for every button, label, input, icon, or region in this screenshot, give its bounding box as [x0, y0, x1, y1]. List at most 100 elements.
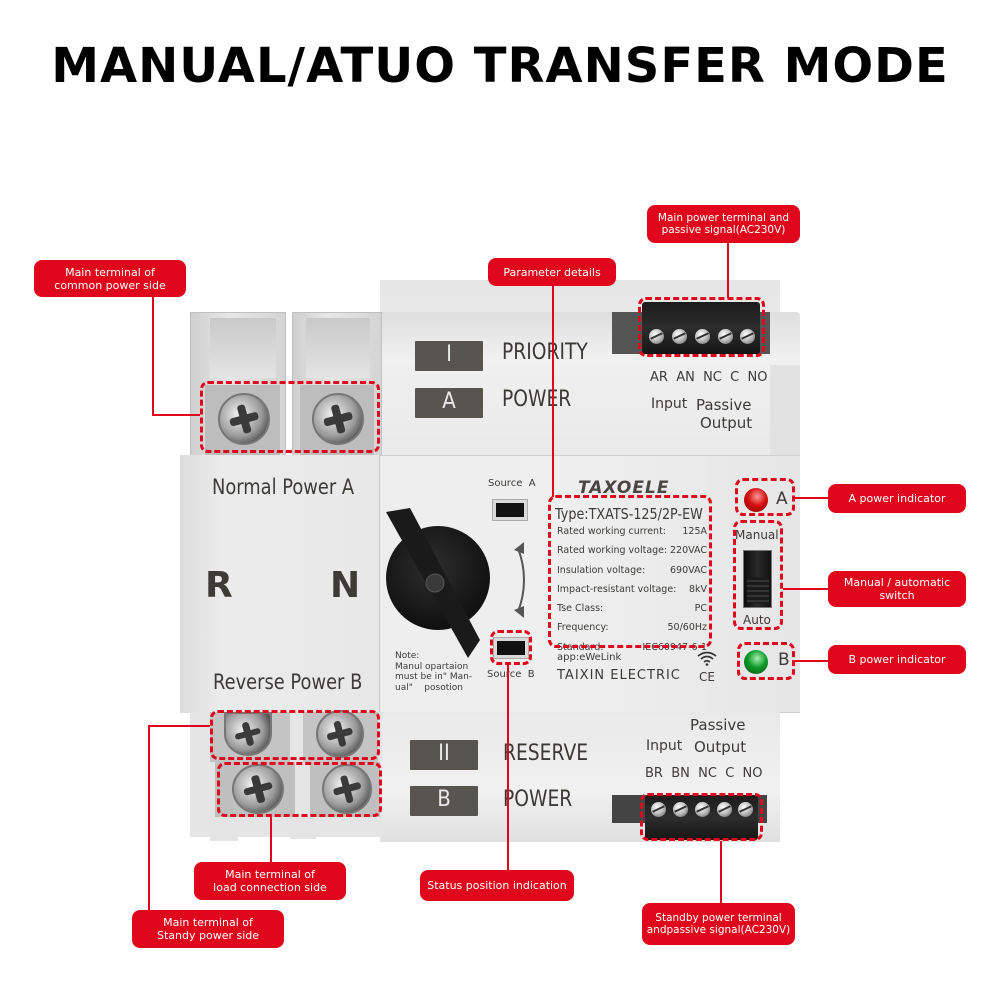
- rotary-knob-handle[interactable]: [380, 500, 490, 670]
- leader-line: [507, 665, 509, 873]
- callout-manual-auto-switch: Manual / automatic switch: [828, 571, 966, 607]
- top-terminal-output: Output: [700, 414, 753, 432]
- screw-icon: [672, 329, 687, 344]
- n-label: N: [330, 565, 361, 606]
- leader-line: [720, 841, 722, 906]
- highlight-common-terminals: [200, 381, 380, 453]
- screw-icon: [649, 329, 664, 344]
- switch-manual-label: Manual: [735, 528, 779, 542]
- label-box-B: B: [410, 786, 478, 816]
- top-signal-terminal-block: [642, 302, 760, 354]
- callout-standby-power-side: Main terminal of Standy power side: [132, 910, 284, 948]
- screw-icon: [322, 764, 372, 814]
- spec-row: Impact-resistant voltage: 8kV: [557, 584, 707, 603]
- callout-standby-terminal: Standby power terminal andpassive signal…: [642, 903, 795, 945]
- reserve-label: RESERVE: [503, 741, 589, 766]
- leader-line: [795, 660, 828, 662]
- highlight-standby-terminals: [210, 710, 380, 760]
- callout-common-power-side: Main terminal of common power side: [34, 260, 186, 297]
- priority-label: PRIORITY: [502, 340, 588, 365]
- spec-row: Frequency: 50/60Hz: [557, 622, 707, 641]
- screw-icon: [312, 393, 364, 445]
- manual-note: Note: Manul opartaion must be in" Man- u…: [395, 651, 472, 693]
- spec-row: Rated working voltage:220VAC: [557, 545, 707, 564]
- led-a-indicator: [744, 488, 768, 512]
- source-a-label: Source A: [488, 478, 536, 489]
- note-line: must be in" Man-: [395, 672, 473, 682]
- ce-mark: CE: [699, 670, 715, 684]
- led-b-indicator: [744, 650, 768, 674]
- screw-icon: [651, 802, 666, 817]
- highlight-manual-switch: [733, 520, 783, 630]
- bottom-terminal-output: Output: [694, 738, 747, 756]
- reverse-power-b-label: Reverse Power B: [213, 670, 363, 694]
- spec-value: 50/60Hz: [667, 622, 707, 634]
- power-label-b: POWER: [503, 787, 573, 812]
- device-right-step: [770, 365, 800, 460]
- brand-logo: TAXOELE: [578, 478, 670, 498]
- spec-label: Tse Class:: [557, 603, 604, 615]
- note-line: ual" posotion: [395, 682, 463, 693]
- leader-line: [783, 588, 828, 590]
- callout-parameter-details: Parameter details: [488, 258, 616, 286]
- screw-icon: [695, 802, 710, 817]
- bottom-terminal-passive: Passive: [690, 716, 746, 734]
- note-line: Manul opartaion: [395, 661, 469, 672]
- spec-row: Tse Class: PC: [557, 603, 707, 622]
- callout-main-power-terminal: Main power terminal and passive signal(A…: [647, 205, 800, 243]
- bottom-terminal-input: Input: [646, 738, 683, 754]
- screw-icon: [738, 802, 753, 817]
- terminal-cover: [210, 318, 276, 378]
- app-label: app:eWeLink: [557, 652, 622, 663]
- screw-icon: [740, 329, 755, 344]
- highlight-led-b: [737, 642, 795, 680]
- rotate-arrow-icon: [514, 542, 525, 618]
- spec-value: PC: [694, 603, 707, 615]
- source-a-window: [493, 500, 527, 520]
- callout-b-power-indicator: B power indicator: [828, 645, 966, 674]
- leader-line: [795, 497, 828, 499]
- device-left-column: [180, 455, 380, 713]
- spec-label: Insulation voltage:: [557, 564, 646, 576]
- top-terminal-input: Input: [651, 396, 688, 412]
- screw-icon: [718, 329, 733, 344]
- top-terminal-passive: Passive: [696, 396, 752, 414]
- normal-power-a-label: Normal Power A: [212, 475, 355, 499]
- power-label-a: POWER: [502, 387, 572, 412]
- spec-label: Frequency:: [557, 622, 609, 634]
- highlight-bottom-signal-terminal: [640, 793, 763, 841]
- spec-value: 220VAC: [670, 545, 707, 557]
- top-terminal-pins: AR AN NC C NO: [650, 370, 768, 385]
- screw-icon: [695, 329, 710, 344]
- leader-line: [727, 243, 729, 298]
- spec-label: Impact-resistant voltage:: [557, 583, 677, 595]
- spec-row: Rated working current:125A: [557, 526, 707, 545]
- leader-line: [270, 817, 272, 865]
- led-a-label: A: [776, 489, 788, 509]
- switch-auto-label: Auto: [743, 613, 771, 627]
- spec-label: Rated working current:: [557, 526, 667, 537]
- callout-status-position: Status position indication: [420, 870, 574, 901]
- bottom-signal-terminal-block: [645, 795, 758, 840]
- screw-icon: [232, 764, 284, 814]
- terminal-cover: [306, 318, 370, 378]
- spec-row: Insulation voltage:690VAC: [557, 565, 707, 584]
- toggle-slider[interactable]: [747, 577, 769, 603]
- terminal-leg: [290, 817, 316, 839]
- highlight-top-signal-terminal: [638, 297, 765, 357]
- callout-a-power-indicator: A power indicator: [828, 484, 966, 513]
- label-box-I: I: [415, 341, 483, 371]
- maker-label: TAIXIN ELECTRIC: [557, 668, 681, 683]
- highlight-parameter-plate: [548, 495, 712, 648]
- highlight-led-a: [735, 478, 795, 516]
- r-label: R: [205, 565, 233, 606]
- note-line: Note:: [395, 651, 420, 661]
- screw-icon: [673, 802, 688, 817]
- highlight-source-b-window: [490, 630, 532, 665]
- wifi-icon: [697, 651, 717, 666]
- spec-type: Type:TXATS-125/2P-EW: [555, 505, 703, 523]
- terminal-leg: [210, 817, 238, 841]
- spec-value: 8kV: [688, 583, 707, 595]
- leader-line: [148, 725, 210, 727]
- manual-auto-toggle[interactable]: [743, 550, 772, 608]
